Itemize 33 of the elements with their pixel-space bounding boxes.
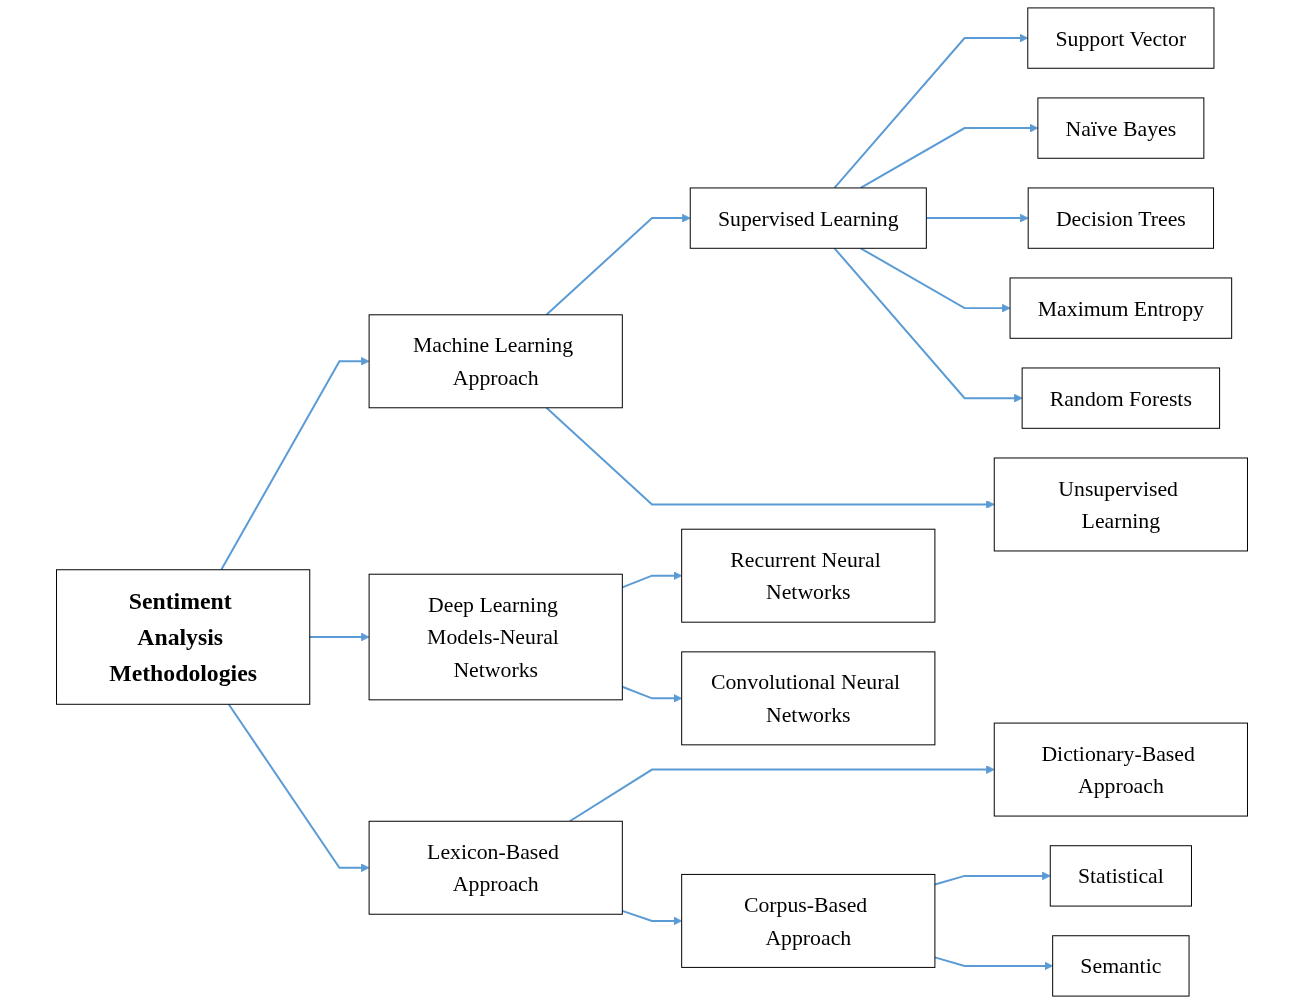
arrow (227, 703, 370, 873)
arrow (833, 33, 1029, 189)
node-box: Random Forests (1021, 367, 1221, 429)
arrow (621, 685, 683, 703)
node-box: Unsupervised Learning (993, 457, 1248, 552)
arrow (568, 765, 995, 823)
arrow (933, 956, 1054, 971)
node-box: Decision Trees (1027, 187, 1215, 249)
node-box: Semantic (1052, 935, 1190, 997)
arrow (925, 213, 1029, 223)
node-box: Naïve Bayes (1037, 97, 1205, 159)
node-box: Statistical (1049, 845, 1192, 907)
node-box: Support Vector (1027, 7, 1215, 69)
arrow (621, 571, 683, 589)
arrow (545, 406, 995, 509)
arrow (859, 247, 1011, 313)
node-box: Supervised Learning (689, 187, 927, 249)
node-box: Corpus-Based Approach (681, 873, 936, 968)
arrow (308, 632, 370, 642)
node-box: Deep Learning Models-Neural Networks (368, 573, 623, 701)
arrow (859, 123, 1039, 189)
node-box: Lexicon-Based Approach (368, 820, 623, 915)
arrow (833, 247, 1023, 403)
node-box: Convolutional Neural Networks (681, 651, 936, 746)
arrow (545, 213, 691, 316)
arrow (933, 871, 1051, 886)
node-box: Maximum Entropy (1009, 277, 1233, 339)
arrow (621, 909, 683, 926)
node-box: Sentiment Analysis Methodologies (56, 569, 311, 705)
node-box: Machine Learning Approach (368, 314, 623, 409)
node-box: Recurrent Neural Networks (681, 528, 936, 623)
arrow (220, 356, 370, 571)
node-box: Dictionary-Based Approach (993, 722, 1248, 817)
